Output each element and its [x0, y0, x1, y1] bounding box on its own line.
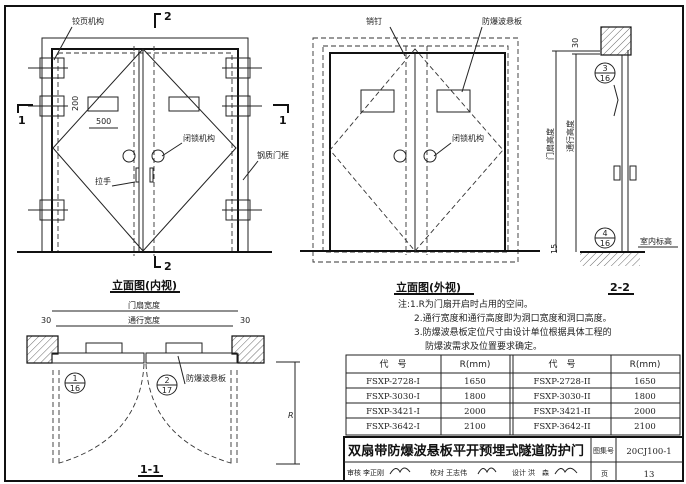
checker-name: 王志伟	[446, 468, 467, 477]
cell-r: 1800	[464, 392, 486, 402]
design-label: 设计	[512, 468, 526, 477]
cell-code: FSXP-2728-II	[533, 377, 590, 387]
cell-code: FSXP-3421-I	[366, 407, 420, 417]
page-number: 13	[644, 470, 655, 480]
table-row: FSXP-2728-I 1650 FSXP-2728-II 1650	[366, 377, 656, 387]
label-handle: 拉手	[95, 176, 111, 186]
cell-code: FSXP-2728-I	[366, 377, 420, 387]
r-table: 代 号 R(mm) 代 号 R(mm) FSXP-2728-I 1650 FSXP…	[345, 354, 681, 436]
header-r-1: R(mm)	[460, 360, 491, 370]
header-code-2: 代 号	[548, 359, 575, 370]
label-lock-outer: 闭锁机构	[452, 133, 484, 143]
reviewer-name: 李正刚	[363, 468, 384, 477]
title-section-2-2: 2-2	[610, 281, 630, 294]
dim-30-right: 30	[240, 316, 250, 325]
section-mark-1-left: 1	[18, 114, 26, 127]
label-pass-height: 通行高度	[565, 120, 575, 152]
detail-number: 3	[602, 64, 607, 73]
label-panel: 防爆波悬板	[482, 16, 522, 26]
note-2: 2.通行宽度和通行高度即为洞口宽度和洞口高度。	[414, 312, 612, 324]
detail-callout-4-16: 4 16	[594, 227, 616, 249]
dim-200: 200	[71, 96, 80, 111]
designer-name: 洪 森	[528, 468, 549, 477]
detail-number: 2	[164, 376, 169, 385]
label-pass-width: 通行宽度	[128, 315, 160, 325]
cell-r: 1650	[464, 377, 486, 387]
checker-signature	[477, 467, 497, 475]
section-2-2: 门扇高度 通行高度 30 15 室内标高 3 16 4 16 2-2	[545, 26, 678, 295]
label-door-width: 门扇宽度	[128, 300, 160, 310]
detail-sheet: 16	[70, 384, 80, 393]
title-elevation-inner: 立面图(内视)	[112, 278, 177, 292]
notes: 注:1.R为门扇开启时占用的空间。 2.通行宽度和通行高度即为洞口宽度和洞口高度…	[398, 298, 612, 352]
note-1: 注:1.R为门扇开启时占用的空间。	[398, 298, 533, 310]
dim-15: 15	[550, 244, 559, 254]
table-row: FSXP-3421-I 2000 FSXP-3421-II 2000	[366, 407, 656, 417]
cell-r: 1650	[634, 377, 656, 387]
elevation-outer: 销钉 防爆波悬板 闭锁机构 立面图(外视)	[300, 16, 540, 295]
label-hinge: 铰页机构	[72, 16, 104, 26]
title-elevation-outer: 立面图(外视)	[396, 280, 461, 294]
detail-number: 1	[72, 374, 77, 383]
cell-r: 1800	[634, 392, 656, 402]
dim-30-top: 30	[571, 38, 580, 48]
detail-number: 4	[602, 229, 607, 238]
cell-r: 2000	[464, 407, 486, 417]
label-frame: 钢质门框	[257, 150, 289, 160]
detail-sheet: 16	[600, 74, 610, 83]
reviewer-signature	[389, 467, 411, 475]
label-pin: 销钉	[366, 16, 382, 26]
section-mark-1-right: 1	[279, 114, 287, 127]
label-floor-level: 室内标高	[640, 236, 672, 246]
cell-r: 2000	[634, 407, 656, 417]
section-1-1: 门扇宽度 通行宽度 30 30 R 防爆波悬板 1 16 2 17 1-1	[26, 300, 300, 477]
detail-callout-3-16: 3 16	[594, 62, 616, 84]
note-3-cont: 防爆波需求及位置要求确定。	[425, 340, 542, 352]
cell-code: FSXP-3030-II	[533, 392, 590, 402]
check-label: 校对	[430, 468, 444, 477]
elevation-inner: 500 200 铰页机构 闭锁机构 拉手 钢质门框 2 2 1 1 立面图(内视…	[17, 10, 289, 293]
table-row: FSXP-3642-I 2100 FSXP-3642-II 2100	[366, 422, 656, 432]
detail-callout-2-17: 2 17	[156, 374, 178, 396]
detail-callout-1-16: 1 16	[64, 372, 86, 394]
review-label: 审核	[347, 468, 361, 477]
header-code-1: 代 号	[379, 359, 406, 370]
detail-sheet: 16	[600, 239, 610, 248]
dim-30-left: 30	[41, 316, 51, 325]
label-door-height: 门扇高度	[545, 128, 555, 160]
cell-code: FSXP-3642-I	[366, 422, 420, 432]
designer-signature	[554, 467, 578, 475]
cell-code: FSXP-3030-I	[366, 392, 420, 402]
label-panel-section: 防爆波悬板	[186, 373, 226, 383]
label-radius: R	[288, 411, 294, 420]
label-lock: 闭锁机构	[183, 133, 215, 143]
drawing-title: 双扇带防爆波悬板平开预埋式隧道防护门	[348, 443, 584, 459]
dim-500: 500	[96, 117, 111, 126]
detail-sheet: 17	[162, 386, 172, 395]
page-label: 页	[601, 470, 608, 478]
section-mark-2-top: 2	[164, 10, 172, 23]
steel-frame	[41, 37, 249, 253]
atlas-number: 20CJ100-1	[626, 447, 671, 457]
section-mark-2-bottom: 2	[164, 260, 172, 273]
atlas-label: 图集号	[593, 446, 614, 455]
hinges	[28, 57, 262, 221]
note-3: 3.防爆波悬板定位尺寸由设计单位根据具体工程的	[414, 326, 612, 338]
table-row: FSXP-3030-I 1800 FSXP-3030-II 1800	[366, 392, 656, 402]
cell-r: 2100	[464, 422, 486, 432]
cell-code: FSXP-3642-II	[533, 422, 590, 432]
diamond-rib	[52, 48, 237, 252]
cell-code: FSXP-3421-II	[533, 407, 590, 417]
title-section-1-1: 1-1	[140, 463, 160, 476]
header-r-2: R(mm)	[630, 360, 661, 370]
cell-r: 2100	[634, 422, 656, 432]
title-block: 双扇带防爆波悬板平开预埋式隧道防护门 图集号 20CJ100-1 审核 李正刚 …	[343, 436, 684, 482]
